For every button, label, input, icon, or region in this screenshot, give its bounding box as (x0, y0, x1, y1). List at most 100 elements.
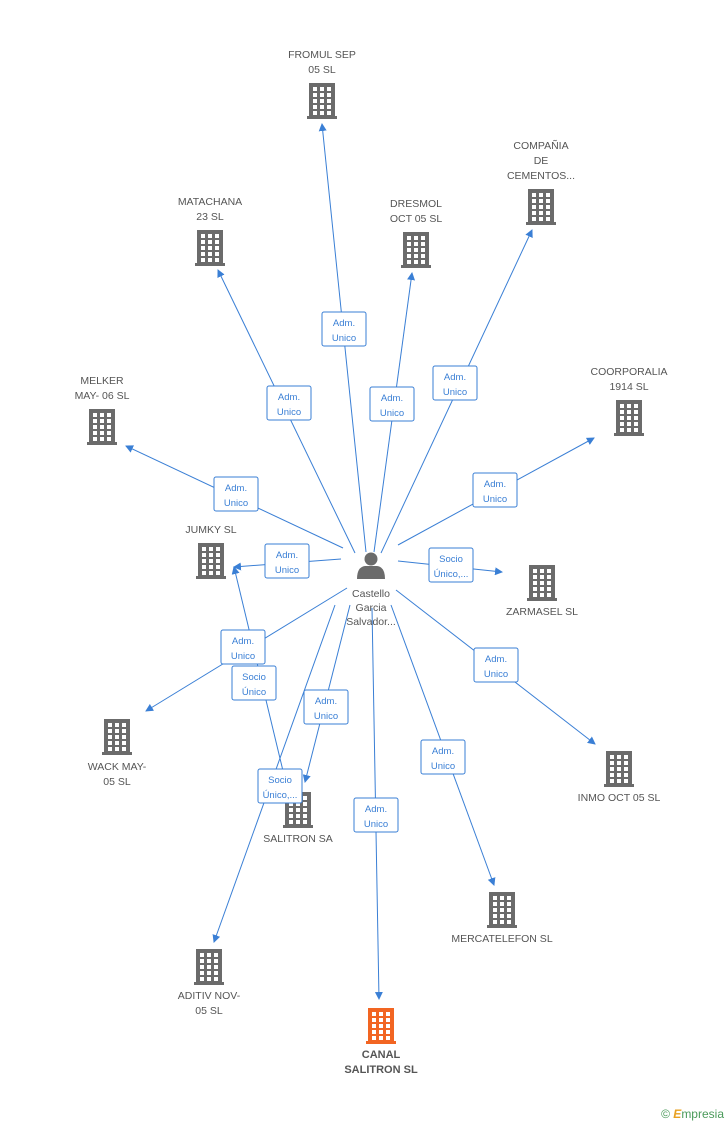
person-name-text: Garcia (356, 602, 387, 614)
building-icon (526, 189, 556, 225)
edge-label-text: Unico (224, 498, 248, 509)
company-name-text: FROMUL SEP (288, 49, 356, 61)
edge-label-text: Adm. (232, 636, 254, 647)
edge-label-coorporalia[interactable]: Adm. Unico (472, 472, 518, 508)
company-name-text: MATACHANA (178, 196, 242, 208)
edge-label-text: Unico (431, 761, 455, 772)
edge-label-aditiv[interactable]: SocioÚnico,... (257, 768, 303, 804)
edges-layer (125, 123, 596, 1000)
company-node-aditiv[interactable]: ADITIV NOV- 05 SL (178, 949, 241, 1017)
company-name-text: COORPORALIA (590, 366, 667, 378)
brand-rest: mpresia (681, 1107, 724, 1121)
edge-label-text: Adm. (278, 392, 300, 403)
edge-label-text: Unico (231, 651, 255, 662)
edge-label-text: Adm. (484, 479, 506, 490)
building-icon (614, 400, 644, 436)
building-icon (102, 719, 132, 755)
company-node-wack[interactable]: WACK MAY- 05 SL (88, 719, 147, 788)
empresia-watermark[interactable]: © Empresia (661, 1107, 724, 1121)
company-name-text: COMPAÑIA (513, 139, 568, 152)
edge-label-salitron[interactable]: Adm. Unico (303, 689, 349, 725)
edge-label-dresmol[interactable]: Adm. Unico (369, 386, 415, 422)
company-node-melker[interactable]: MELKER MAY- 06 SL (75, 375, 130, 445)
edge-label-text: Adm. (444, 372, 466, 383)
company-node-jumky[interactable]: JUMKY SL (185, 524, 237, 579)
building-icon (527, 565, 557, 601)
company-name-text: MAY- 06 SL (75, 390, 130, 402)
person-name-text: Salvador... (346, 616, 396, 628)
company-name-text: SALITRON SL (344, 1064, 418, 1076)
edge-label-text: Unico (332, 333, 356, 344)
edge-label-text: Socio (242, 672, 266, 683)
edge-label-zarmasel[interactable]: SocioÚnico,... (428, 547, 474, 583)
edge-label-jumky[interactable]: Adm. Unico (264, 543, 310, 579)
company-name-text: 1914 SL (609, 381, 648, 393)
edge-label-text: Unico (380, 408, 404, 419)
edge-label-text: Unico (443, 387, 467, 398)
company-node-mercatelefon[interactable]: MERCATELEFON SL (451, 892, 553, 945)
company-name-text: CEMENTOS... (507, 170, 575, 182)
edge-label-text: Adm. (485, 654, 507, 665)
edge-label-text: Socio (439, 554, 463, 565)
edge-label-text: Unico (484, 669, 508, 680)
edge-label-inmo[interactable]: Adm. Unico (473, 647, 519, 683)
company-name-text: DE (534, 155, 549, 167)
company-name-text: 23 SL (196, 211, 224, 223)
edge-label-cementos[interactable]: Adm. Unico (432, 365, 478, 401)
company-node-canal[interactable]: CANAL SALITRON SL (344, 1008, 418, 1076)
building-icon (194, 949, 224, 985)
company-name-text: 05 SL (103, 776, 131, 788)
edge-label-text: Adm. (365, 804, 387, 815)
company-name-text: DRESMOL (390, 198, 442, 210)
building-icon (401, 232, 431, 268)
company-node-coorporalia[interactable]: COORPORALIA 1914 SL (590, 366, 668, 436)
building-icon (195, 230, 225, 266)
company-node-matachana[interactable]: MATACHANA 23 SL (178, 196, 242, 266)
edge-label-text: Adm. (315, 696, 337, 707)
company-name-text: ADITIV NOV- (178, 990, 241, 1002)
company-name-text: ZARMASEL SL (506, 606, 578, 618)
company-name-text: CANAL (362, 1049, 401, 1061)
edge-label-mercatelefon[interactable]: Adm. Unico (420, 739, 466, 775)
edge-label-fromul[interactable]: Adm. Unico (321, 311, 367, 347)
edge-label-text: Unico (314, 711, 338, 722)
edge-label-text: Único,... (263, 790, 298, 801)
building-icon (87, 409, 117, 445)
edge-label-text: Adm. (432, 746, 454, 757)
building-icon (307, 83, 337, 119)
building-icon (487, 892, 517, 928)
edge-label-text: Unico (364, 819, 388, 830)
person-icon (357, 552, 385, 579)
company-name-text: MERCATELEFON SL (451, 933, 552, 945)
edge-label-text: Adm. (225, 483, 247, 494)
center-node[interactable]: CastelloGarciaSalvador... (346, 552, 396, 629)
edge-label-text: Adm. (381, 393, 403, 404)
company-name-text: INMO OCT 05 SL (578, 792, 661, 804)
building-icon (604, 751, 634, 787)
edge-label-matachana[interactable]: Adm. Unico (266, 385, 312, 421)
edge-label-canal[interactable]: Adm. Unico (353, 797, 399, 833)
company-node-cementos[interactable]: COMPAÑIA DE CEMENTOS... (507, 139, 575, 225)
copyright-symbol: © (661, 1107, 670, 1121)
company-name-text: MELKER (80, 375, 124, 387)
company-node-zarmasel[interactable]: ZARMASEL SL (506, 565, 578, 618)
brand-initial: E (673, 1107, 682, 1121)
company-name-text: 05 SL (195, 1005, 223, 1017)
edge-label-text: Único (242, 687, 266, 698)
edge-label-text: Unico (483, 494, 507, 505)
company-name-text: WACK MAY- (88, 761, 147, 773)
edge-label-melker[interactable]: Adm. Unico (213, 476, 259, 512)
company-node-inmo[interactable]: INMO OCT 05 SL (578, 751, 661, 804)
building-icon (196, 543, 226, 579)
edge-label-text: Adm. (333, 318, 355, 329)
edge-label-text: Unico (275, 565, 299, 576)
edge-label-wack[interactable]: Adm. Unico (220, 629, 266, 665)
edge-label-text: Adm. (276, 550, 298, 561)
edge-label-text: Unico (277, 407, 301, 418)
person-name-text: Castello (352, 588, 390, 600)
